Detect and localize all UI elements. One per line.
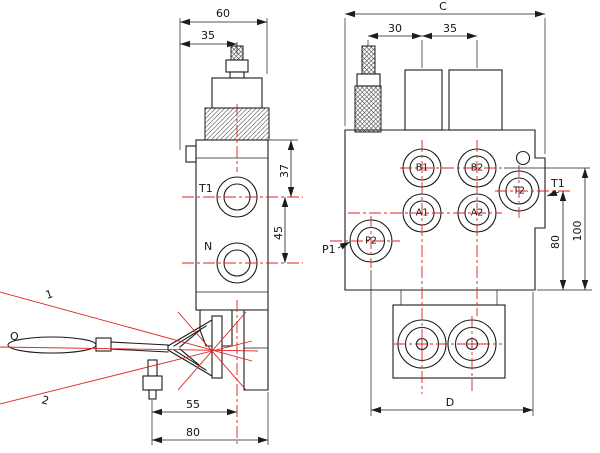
port-a1-label: A1 [416, 208, 429, 219]
adjustment-screw-front [354, 45, 382, 133]
dim-100: 100 [504, 167, 590, 290]
dim-37-label: 37 [278, 164, 291, 178]
p1-callout-label: P1 [322, 243, 336, 256]
dim-35-side-label: 35 [201, 29, 215, 42]
dim-35-front: 35 [422, 22, 478, 68]
lever-pos-2-label: 2 [40, 393, 50, 407]
lower-bracket [243, 309, 269, 391]
port-t1-side-label: T1 [198, 182, 213, 195]
lever-line-pos-2 [0, 340, 253, 405]
port-t2-label: T2 [512, 186, 525, 197]
body-notch [185, 145, 197, 163]
drain-fitting [142, 359, 163, 400]
top-block-left [404, 69, 443, 131]
valve-body-side [185, 139, 269, 311]
dim-d: D [370, 270, 534, 416]
dim-c-label: C [439, 0, 447, 13]
lever-handle [7, 336, 97, 354]
valve-body-front [344, 69, 546, 291]
lever-bracket [199, 309, 269, 391]
bolt-hole [515, 150, 531, 166]
dim-30-label: 30 [388, 22, 402, 35]
top-block-right [448, 69, 503, 131]
boot-plate [211, 315, 223, 379]
dim-80-front-label: 80 [549, 235, 562, 249]
t1-port-callout: T1 [546, 177, 565, 197]
port-p2-label: P2 [365, 236, 377, 247]
port-a2-label: A2 [471, 208, 484, 219]
lever-arm [7, 336, 169, 354]
port-b2-label: B2 [471, 163, 484, 174]
dim-55-label: 55 [186, 398, 200, 411]
p1-port-callout: P1 [322, 241, 351, 256]
dim-60-label: 60 [216, 7, 230, 20]
lower-valve-section [392, 290, 506, 379]
lever-line-pos-1 [0, 291, 253, 362]
dim-c: C [344, 0, 546, 154]
dim-35-side: 35 [180, 29, 238, 54]
dim-60: 60 [179, 7, 268, 150]
front-view: C 30 35 80 100 D [322, 0, 592, 416]
dim-100-label: 100 [571, 221, 584, 242]
lever-pos-neutral-label: O [10, 330, 19, 343]
side-view: 60 35 37 45 55 80 T1 N 1 O [0, 7, 303, 445]
port-n-label: N [204, 240, 212, 253]
port-b1-label: B1 [416, 163, 429, 174]
dim-d-label: D [446, 396, 454, 409]
dim-45: 45 [272, 197, 289, 263]
dim-37: 37 [270, 139, 298, 197]
centerlines-front [330, 140, 570, 394]
lever-position-lines [0, 291, 259, 405]
dim-80-side-label: 80 [186, 426, 200, 439]
dim-30: 30 [367, 22, 423, 68]
t1-callout-label: T1 [550, 177, 565, 190]
dim-45-label: 45 [272, 226, 285, 240]
dim-80-side: 80 [152, 392, 269, 445]
dim-80-front: 80 [537, 191, 592, 291]
adjustment-screw-side [225, 45, 249, 79]
screw-nut-side [225, 59, 249, 73]
dim-35-front-label: 35 [443, 22, 457, 35]
lever-pos-1-label: 1 [44, 287, 55, 302]
screw-stem-side [229, 71, 245, 79]
